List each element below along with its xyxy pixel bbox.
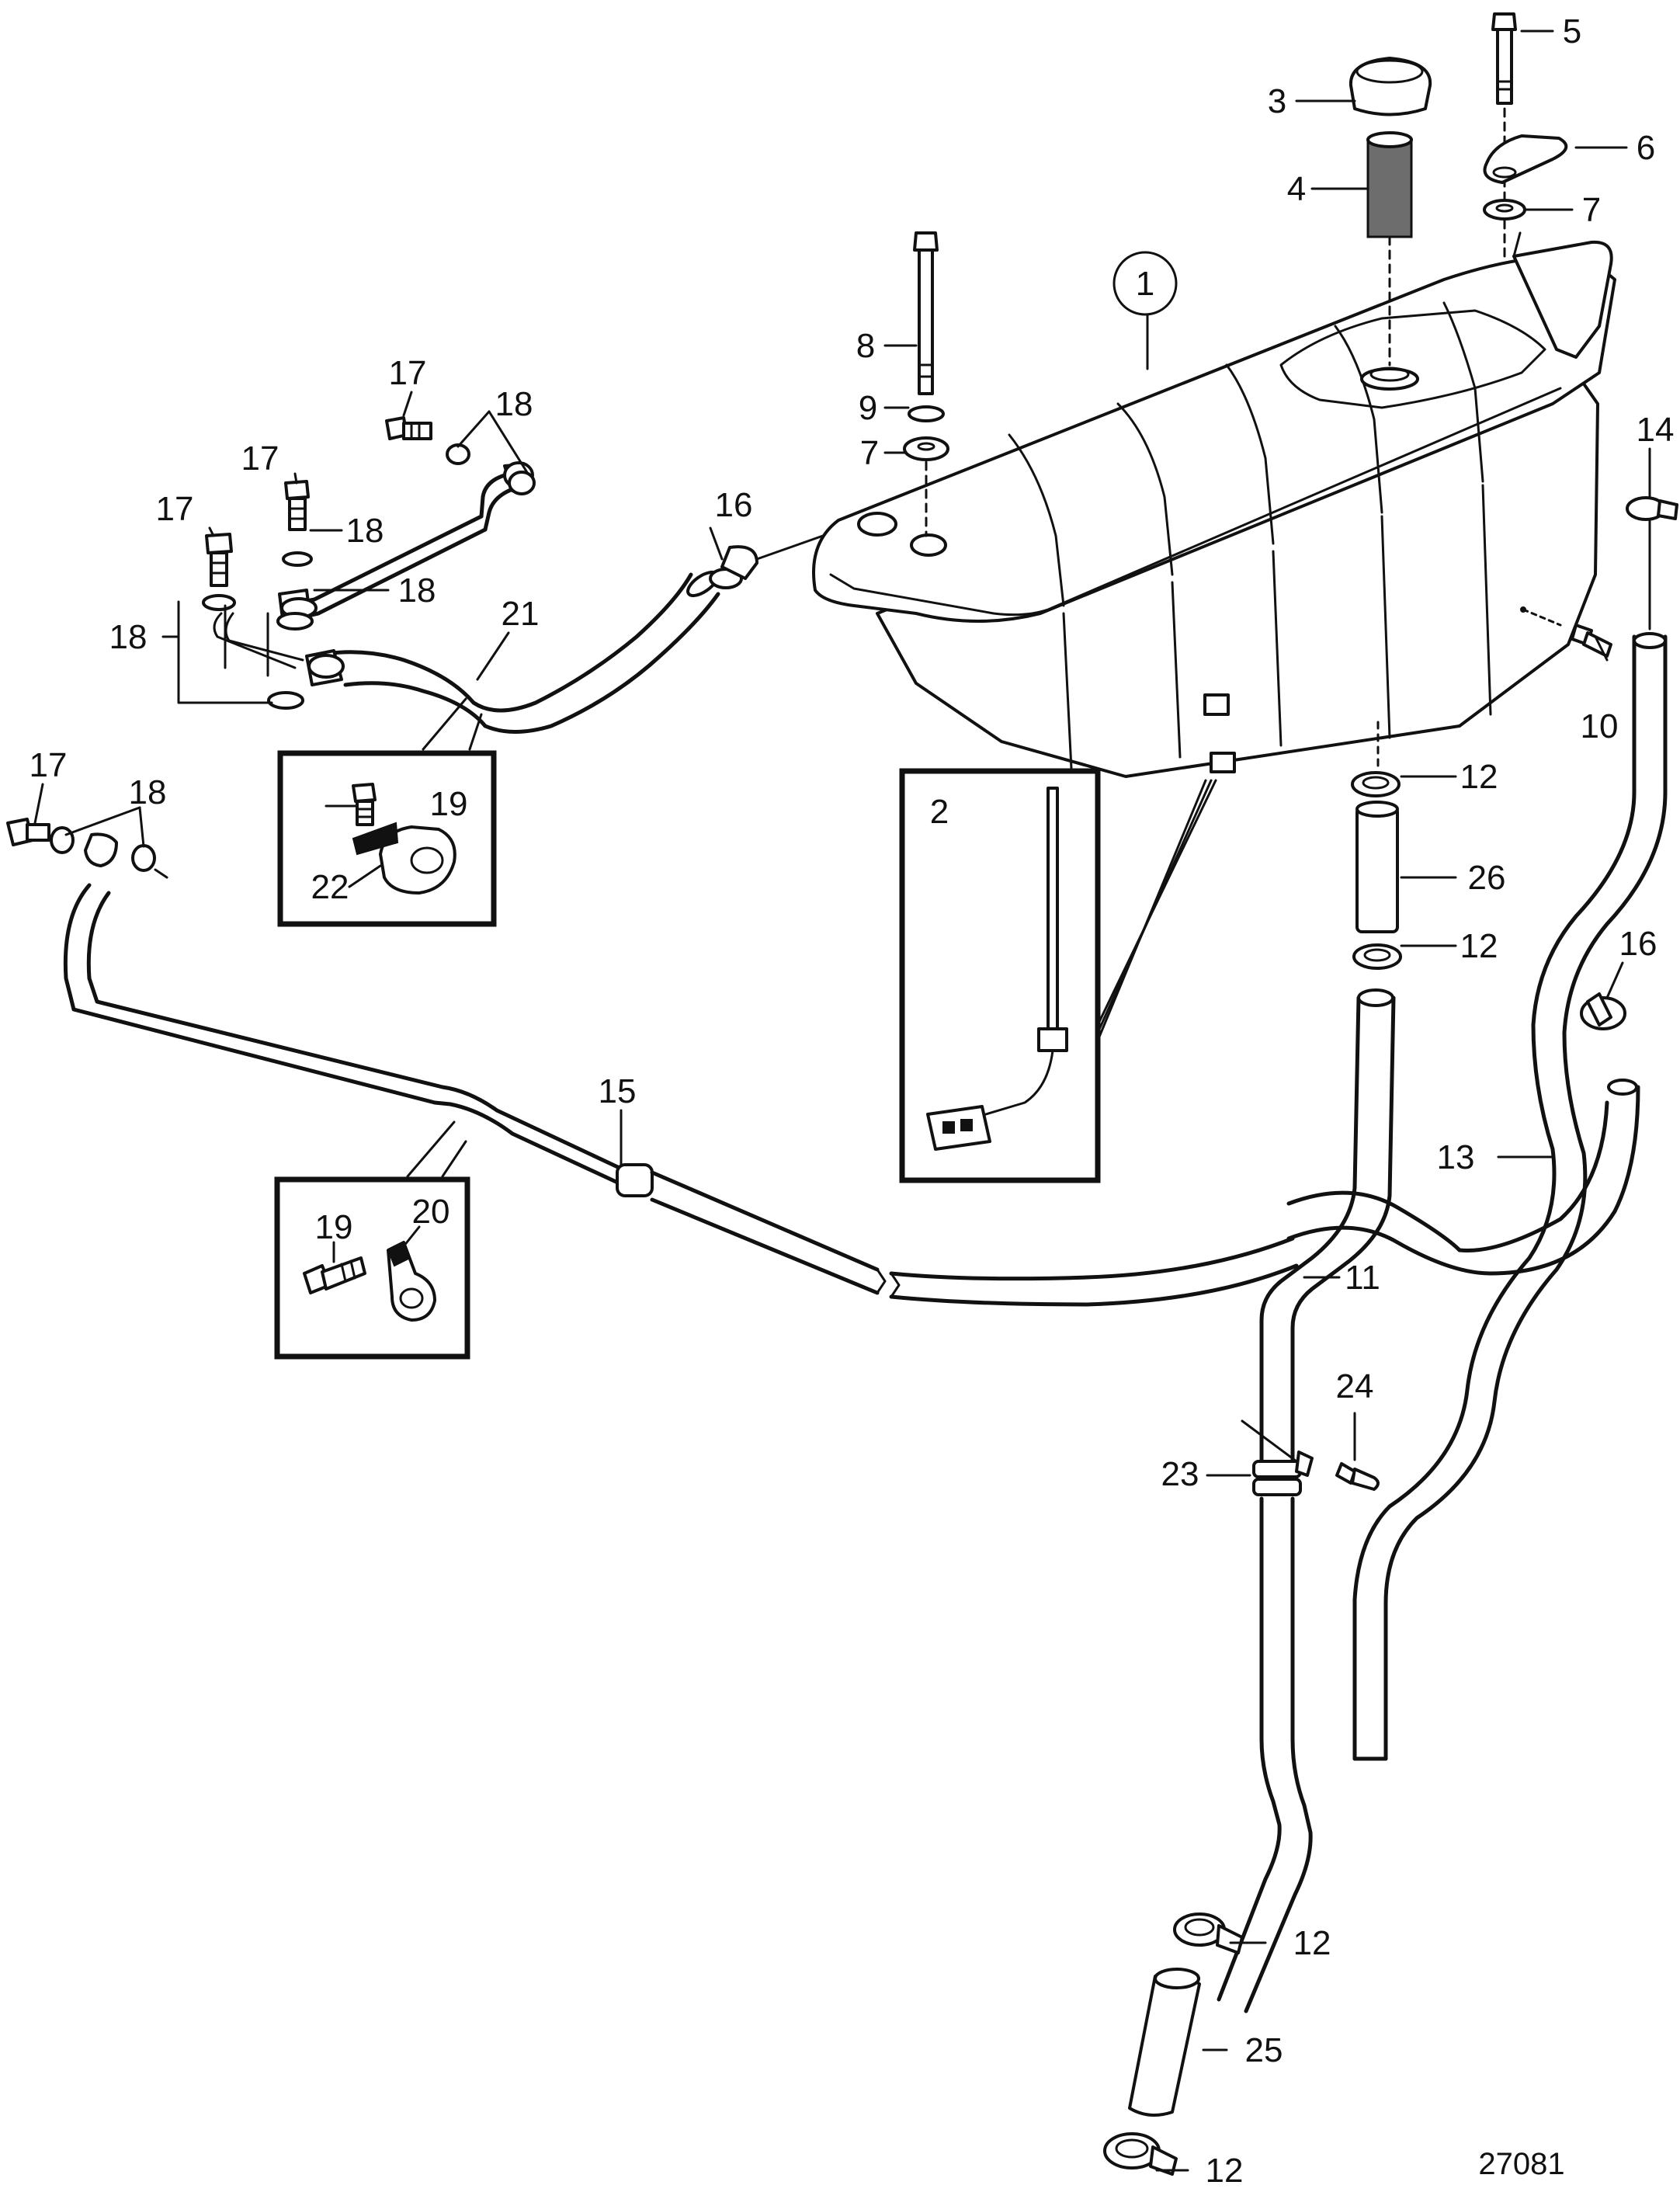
level-sensor-inset [899, 768, 1217, 1183]
callout-11: 11 [1345, 1259, 1380, 1297]
filler-cap [1349, 57, 1432, 116]
washer-18-a [446, 443, 536, 495]
callout-16-left: 16 [715, 486, 753, 524]
washer-7-top [1483, 199, 1526, 221]
hose-26 [1355, 801, 1399, 933]
callout-19-a: 19 [430, 785, 468, 823]
callout-21: 21 [502, 595, 540, 633]
clamp-12-lower-1 [1173, 1912, 1244, 1954]
callout-2: 2 [930, 793, 949, 831]
clamp-12-upper-2 [1352, 943, 1402, 970]
callout-23: 23 [1161, 1455, 1199, 1493]
callout-3: 3 [1268, 82, 1286, 120]
clamp-16-right [1580, 992, 1626, 1030]
callout-7-top: 7 [1582, 191, 1601, 229]
clamp-12-upper-1 [1351, 721, 1401, 797]
callout-12-d: 12 [1206, 2152, 1244, 2190]
bracket-6 [1483, 134, 1568, 184]
screw-10 [1571, 624, 1612, 658]
callout-6: 6 [1637, 129, 1655, 167]
callout-18-a: 18 [495, 385, 533, 423]
hose-25 [1128, 1968, 1201, 2117]
hose-11-lower [1217, 1496, 1313, 2013]
callout-25: 25 [1245, 2031, 1283, 2069]
callout-12-c: 12 [1293, 1924, 1331, 1962]
banjo-bolt-17-a [385, 416, 432, 440]
callout-17-d: 17 [30, 746, 68, 784]
clamp-inset-19-20 [274, 1120, 470, 1360]
callout-17-b: 17 [241, 439, 279, 478]
drawing-number: 27081 [1478, 2147, 1564, 2181]
callout-15: 15 [599, 1072, 637, 1110]
callout-19-b: 19 [315, 1208, 353, 1246]
bolt-24 [1335, 1462, 1380, 1491]
callout-24: 24 [1336, 1367, 1374, 1405]
callout-8: 8 [856, 327, 875, 365]
filler-strainer [1366, 131, 1413, 367]
callout-26: 26 [1468, 859, 1506, 897]
callout-10: 10 [1581, 707, 1619, 745]
callout-9: 9 [859, 389, 877, 427]
washer-9 [908, 405, 945, 422]
callout-20: 20 [412, 1193, 450, 1231]
pipe-assembly-upper-left [213, 461, 534, 686]
callout-14: 14 [1637, 411, 1675, 449]
callout-4: 4 [1287, 170, 1306, 208]
banjo-bolt-17-c [205, 533, 233, 587]
callout-18-e: 18 [129, 773, 167, 811]
bracket-18-left [177, 600, 273, 704]
callout-12-b: 12 [1460, 927, 1498, 965]
callout-18-d: 18 [109, 618, 148, 656]
callout-18-c: 18 [398, 571, 436, 610]
washer-7-left [903, 436, 949, 537]
callout-5: 5 [1563, 12, 1581, 50]
hose-11 [1259, 988, 1396, 1462]
callout-17-c: 17 [156, 490, 194, 528]
expansion-tank [812, 231, 1616, 778]
callout-circle-1 [1112, 251, 1178, 370]
tank-return-hose-13 [1286, 1079, 1640, 1276]
leader-lines [33, 30, 1651, 2172]
callout-1: 1 [1136, 265, 1154, 303]
bolt-8 [913, 231, 939, 395]
clamp-23 [1241, 1419, 1314, 1496]
washer-18-c [202, 594, 304, 710]
callout-12-a: 12 [1460, 758, 1498, 796]
callout-labels: 1 2 3 4 5 6 7 7 8 9 10 11 12 12 12 12 13… [30, 12, 1675, 2190]
callout-7-left: 7 [860, 434, 879, 472]
hose-13 [1352, 632, 1668, 1761]
callout-18-b: 18 [346, 512, 384, 550]
washer-18-b [276, 551, 314, 631]
clamp-16-left [709, 534, 824, 589]
clamp-14 [1626, 496, 1678, 631]
hose-15 [63, 883, 1299, 1307]
clamp-inset-19-22 [277, 697, 497, 927]
callout-13: 13 [1437, 1138, 1475, 1176]
callout-16-right: 16 [1619, 925, 1657, 963]
banjo-bolt-17-b [284, 480, 310, 531]
clamp-12-lower-2 [1103, 2132, 1178, 2176]
hose-21 [324, 570, 720, 734]
callout-22: 22 [311, 868, 349, 906]
callout-17-a: 17 [389, 354, 427, 392]
